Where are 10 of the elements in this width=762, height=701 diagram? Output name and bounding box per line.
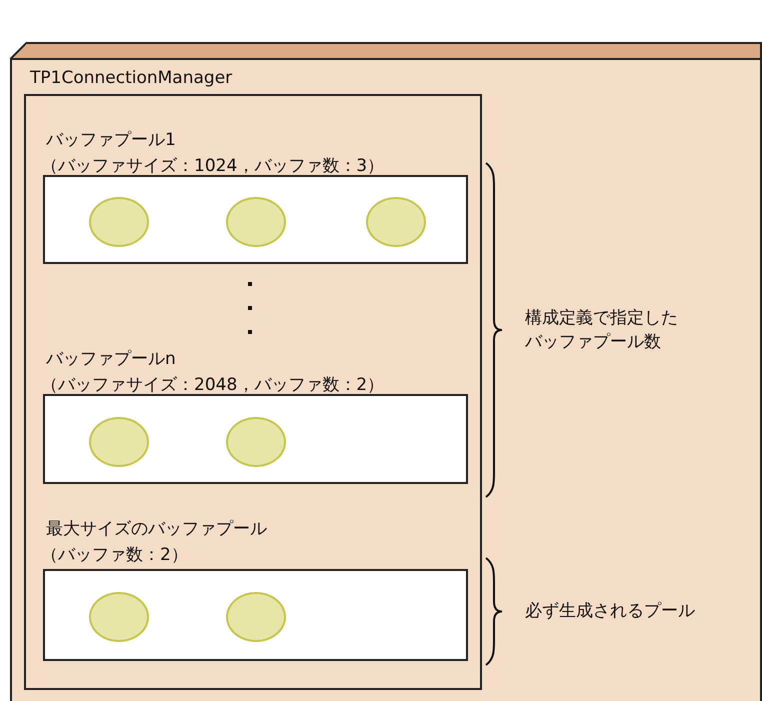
pool-title: バッファプールn	[46, 349, 176, 369]
component-title: TP1ConnectionManager	[30, 68, 232, 88]
pool-parameters: （バッファサイズ：1024，バッファ数：3）	[41, 156, 384, 176]
brace-note: 必ず生成されるプール	[525, 600, 696, 623]
brace-note: 構成定義で指定したバッファプール数	[525, 307, 679, 354]
pool-title: バッファプール1	[46, 130, 176, 150]
pool-parameters: （バッファサイズ：2048，バッファ数：2）	[41, 375, 384, 395]
pool-title: 最大サイズのバッファプール	[46, 519, 267, 539]
container-box	[10, 42, 762, 701]
pool-parameters: （バッファ数：2）	[41, 545, 188, 565]
